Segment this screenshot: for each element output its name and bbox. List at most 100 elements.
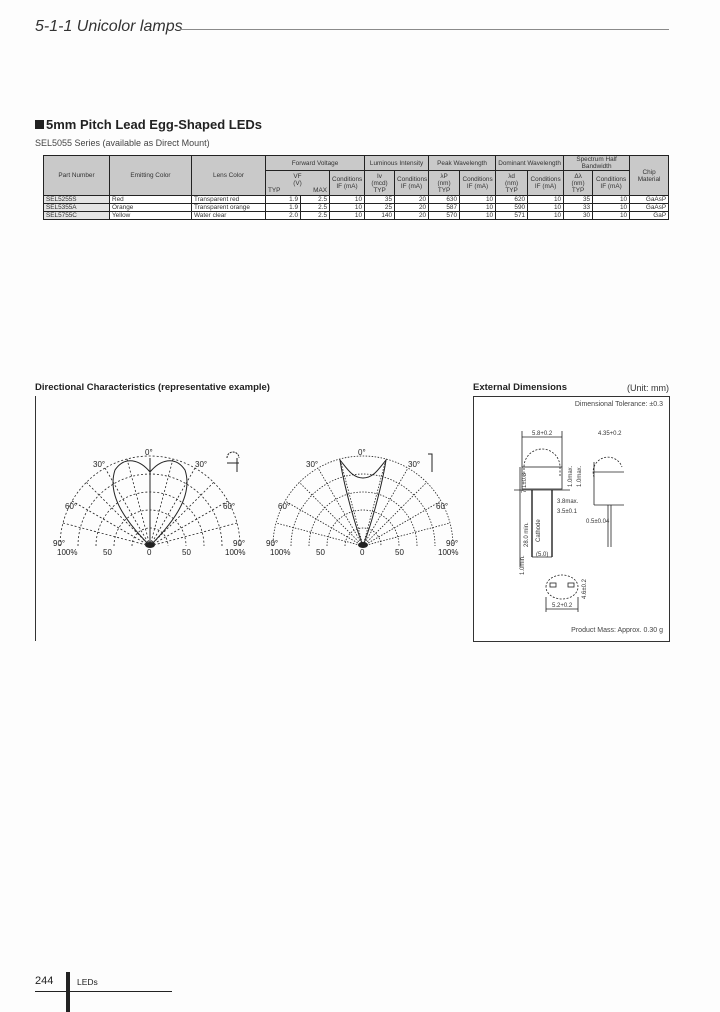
scale-label: 50	[103, 548, 112, 557]
scale-label: 50	[316, 548, 325, 557]
led-orientation-icon	[428, 453, 433, 472]
scale-label: 50	[182, 548, 191, 557]
cell-iv-if: 20	[394, 203, 430, 212]
angle-label: 30°	[408, 460, 421, 469]
scale-label: 100%	[57, 548, 78, 557]
section-title: 5-1-1 Unicolor lamps	[35, 18, 183, 35]
scale-label: 100%	[438, 548, 459, 557]
cell-vf-max: 2.5	[300, 195, 330, 204]
cell-vf-if: 10	[328, 211, 366, 220]
product-mass: Product Mass: Approx. 0.30 g	[571, 627, 663, 634]
cell-dl-typ: 35	[563, 195, 594, 204]
scale-label: 100%	[225, 548, 246, 557]
conditions-label: Conditions	[530, 176, 561, 183]
cell-lp-typ: 587	[428, 203, 461, 212]
cell-vf-typ: 1.9	[265, 195, 301, 204]
angle-label: 0°	[145, 448, 153, 457]
table-row: SEL5355A Orange Transparent orange 1.9 2…	[43, 203, 670, 212]
cell-ld-if: 10	[527, 203, 565, 212]
header-ld: λd(nm)TYP	[495, 170, 529, 196]
cell-chip-material: GaP	[629, 211, 670, 220]
vf-label: VF	[293, 172, 302, 180]
cell-ld-typ: 571	[495, 211, 529, 220]
angle-label: 30°	[195, 460, 208, 469]
cathode-label: Cathode	[536, 519, 542, 542]
cell-dl-if: 10	[592, 211, 631, 220]
page-number: 244	[35, 975, 54, 987]
if-label: IF (mA)	[600, 183, 622, 190]
cell-vf-if: 10	[328, 195, 366, 204]
if-label: IF (mA)	[534, 183, 557, 190]
angle-label: 60°	[278, 502, 291, 511]
led-dimension-drawing	[514, 431, 624, 612]
external-dimensions-box: Dimensional Tolerance: ±0.3	[473, 396, 670, 642]
table-row: SEL5755C Yellow Water clear 2.0 2.5 10 1…	[43, 211, 670, 220]
header-lp: λP(nm)TYP	[428, 170, 461, 196]
cell-lp-if: 10	[459, 195, 497, 204]
scale-label: 100%	[270, 548, 291, 557]
directional-border	[35, 396, 36, 641]
if-label: IF (mA)	[466, 183, 489, 190]
cell-ld-if: 10	[527, 211, 565, 220]
cell-ld-if: 10	[527, 195, 565, 204]
mcd-label: (mcd)	[371, 179, 388, 187]
cell-lp-if: 10	[459, 203, 497, 212]
scale-label: 50	[395, 548, 404, 557]
dim-bottom-depth-label: 4.6±0.2	[582, 579, 588, 599]
cell-iv-if: 20	[394, 195, 430, 204]
cell-iv-typ: 140	[364, 211, 396, 220]
dl-label: Δλ	[574, 172, 582, 180]
dim-base-label: 1.0min.	[520, 555, 526, 575]
vf-unit: (V)	[293, 179, 302, 187]
scale-label: 0	[360, 548, 365, 557]
typ-label: TYP	[505, 186, 518, 194]
cell-lens-color: Transparent orange	[191, 203, 266, 212]
dim-lead-pitch-label: 3.5±0.1	[557, 509, 577, 515]
cell-ld-typ: 620	[495, 195, 529, 204]
cell-dl-if: 10	[592, 195, 631, 204]
header-spectrum-half-bandwidth: Spectrum Half Bandwidth	[563, 155, 631, 171]
header-dominant-wavelength: Dominant Wavelength	[495, 155, 565, 171]
dim-lead-length-label: 28.0 min.	[524, 522, 530, 547]
product-title-text: 5mm Pitch Lead Egg-Shaped LEDs	[46, 117, 262, 132]
header-emitting-color: Emitting Color	[109, 155, 192, 196]
cell-chip-material: GaAsP	[629, 195, 670, 204]
scale-label: 0	[147, 548, 152, 557]
section-rule	[180, 29, 669, 30]
conditions-label: Conditions	[397, 176, 428, 183]
bullet-square-icon	[35, 120, 44, 129]
spec-table: Part Number Emitting Color Lens Color Fo…	[43, 155, 670, 220]
cell-lens-color: Water clear	[191, 211, 266, 220]
if-label: IF (mA)	[400, 183, 423, 190]
header-iv: Iv(mcd)TYP	[364, 170, 396, 196]
dim-height-label: 7.1±0.3	[522, 473, 528, 493]
cell-part-number: SEL5755C	[43, 211, 110, 220]
cell-vf-typ: 1.9	[265, 203, 301, 212]
iv-label: Iv	[377, 172, 383, 180]
dim-pitch-label: (5.0)	[536, 552, 549, 558]
angle-label: 60°	[65, 502, 78, 511]
cell-part-number: SEL5255S	[43, 195, 110, 204]
angle-label: 90°	[446, 539, 459, 548]
header-forward-voltage: Forward Voltage	[264, 155, 366, 171]
header-luminous-intensity: Luminous Intensity	[364, 155, 430, 171]
dim-bottom-width-label: 5.2+0.2	[552, 603, 573, 609]
dim-lead-pitch-max-label: 3.8max.	[557, 499, 579, 505]
product-subtitle: SEL5055 Series (available as Direct Moun…	[35, 138, 210, 148]
cell-iv-if: 20	[394, 211, 430, 220]
if-label: IF (mA)	[336, 183, 358, 190]
cell-lp-typ: 630	[428, 195, 461, 204]
cell-emitting-color: Orange	[109, 203, 192, 212]
typ-label: TYP	[437, 186, 451, 194]
dimensional-tolerance: Dimensional Tolerance: ±0.3	[574, 401, 663, 408]
cell-dl-typ: 33	[563, 203, 594, 212]
cell-vf-max: 2.5	[300, 203, 330, 212]
header-part-number: Part Number	[43, 155, 110, 196]
footer-bar	[66, 972, 70, 1012]
angle-label: 60°	[436, 502, 449, 511]
lp-label: λP	[440, 172, 448, 180]
cell-vf-typ: 2.0	[265, 211, 301, 220]
cell-vf-max: 2.5	[300, 211, 330, 220]
